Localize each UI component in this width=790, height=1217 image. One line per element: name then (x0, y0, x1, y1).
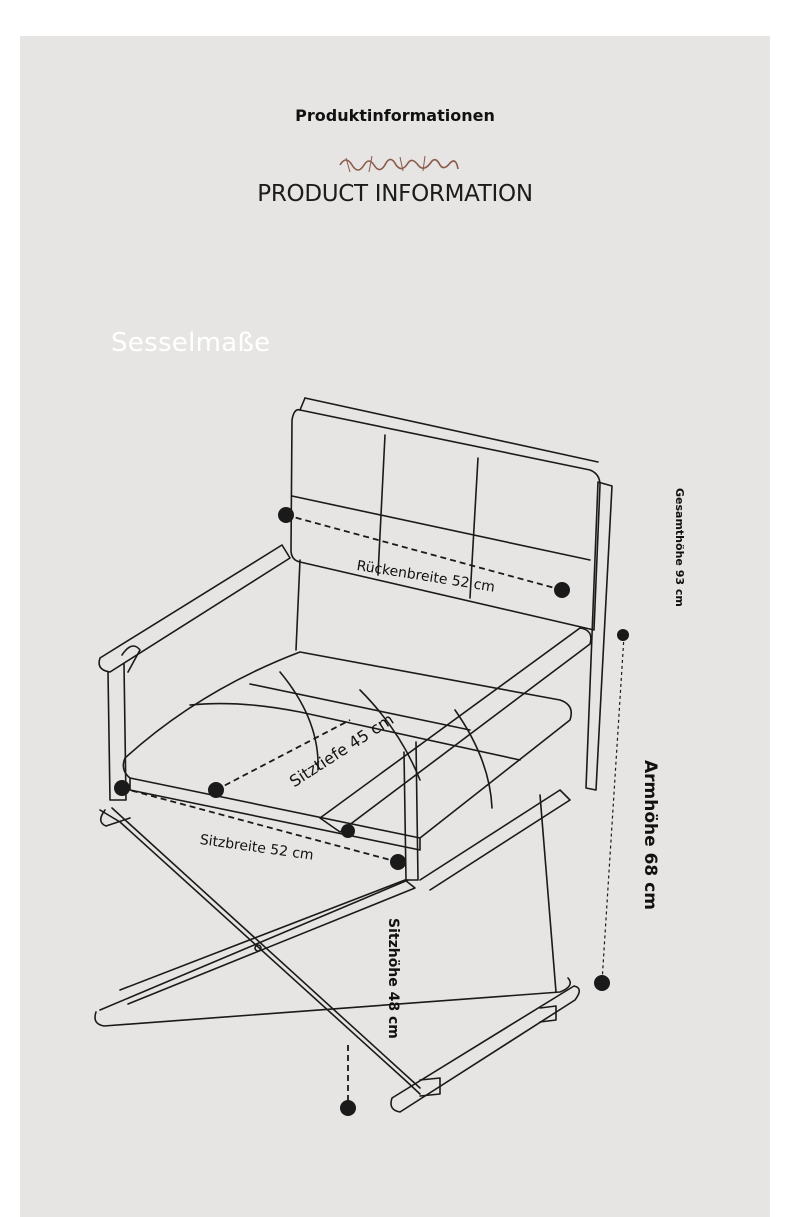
product-panel (20, 36, 770, 1217)
left-armrest (98, 544, 291, 673)
dot-floor (340, 1100, 356, 1116)
seat-width-line (121, 787, 399, 863)
seat-depth-line (215, 719, 351, 791)
arm-height-line (601, 635, 625, 983)
section-label: Sesselmaße (111, 328, 271, 358)
right-armrest (319, 627, 592, 833)
dot-seat-left (114, 780, 130, 796)
dot-backrest-left (278, 507, 294, 523)
page-title-german: Produktinformationen (295, 106, 495, 125)
arm-height-label: Armhöhe 68 cm (640, 760, 660, 910)
page-title-english: PRODUCT INFORMATION (257, 181, 533, 207)
backrest-width-line (285, 514, 563, 591)
dot-backrest-right (554, 582, 570, 598)
dot-seat-right (390, 854, 406, 870)
backrest (290, 408, 601, 631)
dot-arm-floor (594, 975, 610, 991)
seat-height-label: Sitzhöhe 48 cm (385, 918, 401, 1039)
dot-arm-top (617, 629, 629, 641)
dot-seat-center (341, 824, 355, 838)
total-height-label: Gesamthöhe 93 cm (673, 488, 686, 607)
dot-seat-depth (208, 782, 224, 798)
